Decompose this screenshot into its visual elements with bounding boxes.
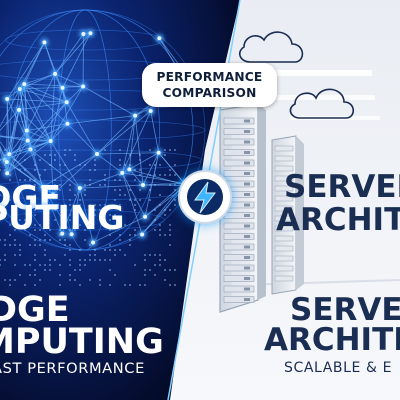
comparison-badge: PERFORMANCE COMPARISON — [142, 63, 277, 107]
right-title-bottom-line-1: SERVER — [290, 292, 400, 328]
right-title-top-line-2: ARCHITE — [276, 202, 400, 238]
right-title-bottom-line-2: ARCHITEC — [264, 322, 400, 358]
cloud-icon — [289, 88, 355, 119]
globe-network-icon — [0, 9, 206, 251]
server-slots — [223, 117, 294, 303]
left-title-bottom-line-2: MPUTING — [0, 322, 164, 362]
badge-line-1: PERFORMANCE — [156, 70, 263, 84]
left-title-top-line-1: DGE — [0, 178, 62, 217]
lightning-bolt-icon — [178, 170, 232, 224]
badge-line-2: COMPARISON — [162, 86, 257, 100]
left-subtitle: AST PERFORMANCE — [0, 360, 145, 377]
left-title-top-line-2: PUTING — [0, 198, 125, 237]
dot-map — [0, 149, 176, 286]
cloud-icon — [238, 31, 304, 63]
left-title-bottom-line-1: DGE — [0, 290, 70, 330]
right-title-top-line-1: SERVER — [284, 169, 400, 205]
right-subtitle: SCALABLE & E — [284, 360, 393, 376]
